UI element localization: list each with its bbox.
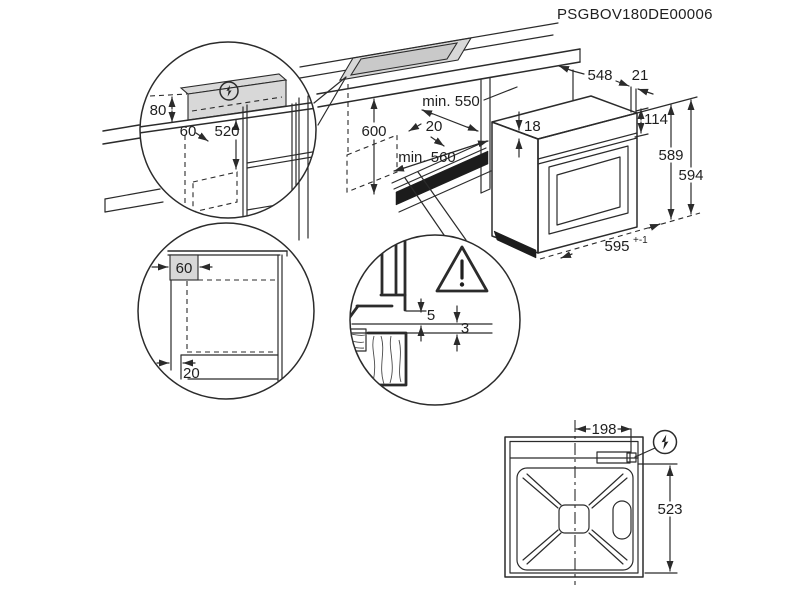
dim-panel-height: 114 (634, 107, 668, 138)
connection-area (596, 451, 631, 464)
lightning-icon (652, 429, 678, 455)
dim-top-edge: 18 (515, 111, 541, 158)
svg-text:min. 560: min. 560 (398, 149, 456, 166)
callout-pointer (404, 177, 445, 236)
dim-niche-depth: min. 550 (421, 93, 480, 132)
svg-text:548: 548 (587, 67, 612, 84)
svg-text:20: 20 (426, 118, 443, 135)
dim-width: 595 +-1 (560, 223, 661, 259)
dim-height-589: 589 (658, 104, 684, 220)
svg-text:21: 21 (632, 67, 649, 84)
svg-text:18: 18 (524, 118, 541, 135)
dim-back-gap: 20 (408, 118, 445, 147)
svg-text:520: 520 (214, 123, 239, 140)
oven-door (548, 145, 629, 235)
dim-connection-offset-topview: 198 (575, 421, 632, 453)
detail-side-circle: 60 20 (137, 222, 315, 400)
svg-text:114: 114 (644, 111, 668, 128)
terminal-box (626, 452, 637, 463)
drawing-code: PSGBOV180DE00006 (557, 6, 713, 23)
callout-pointer (313, 76, 347, 104)
dim-depth: 548 (558, 65, 630, 101)
dim-depth-topview: 523 (637, 463, 683, 574)
dim-niche-height: 600 (361, 98, 387, 195)
svg-text:3: 3 (461, 320, 469, 337)
detail-gap-circle: 5 3 (349, 234, 521, 406)
svg-text:594: 594 (678, 167, 703, 184)
oven-top-view: 198 523 (504, 420, 683, 585)
detail-connection-circle: 80 60 520 (139, 41, 317, 219)
oven-door-window (556, 156, 621, 226)
svg-text:5: 5 (427, 307, 435, 324)
oven-isometric: 18 548 21 114 5 (491, 65, 704, 260)
dim-height-594: 594 (678, 99, 704, 215)
svg-text:60: 60 (176, 260, 193, 277)
plinth-vent-strip (395, 150, 489, 206)
lightning-icon (219, 81, 239, 101)
base-brace (516, 467, 634, 571)
warning-icon (435, 245, 489, 293)
dim-panel-offset: 21 (630, 67, 654, 114)
dim-connection-height: 80 (150, 96, 176, 123)
dim-niche-width: min. 560 (393, 140, 489, 172)
svg-text:min. 550: min. 550 (422, 93, 480, 110)
svg-text:60: 60 (180, 123, 197, 140)
svg-text:20: 20 (183, 365, 200, 382)
dim-connection-drop: 520 (214, 119, 240, 170)
connection-zone-shade (169, 254, 199, 281)
svg-text:523: 523 (657, 501, 682, 518)
dim-connection-offset: 60 (180, 123, 209, 142)
dim-gap-5: 5 (417, 298, 435, 342)
svg-text:595: 595 (604, 238, 629, 255)
dim-front-recess: 20 (156, 359, 200, 382)
svg-text:589: 589 (658, 147, 683, 164)
hob-cutout-hole (349, 42, 459, 76)
oven-foot (493, 230, 537, 259)
dim-gap-3: 3 (453, 305, 469, 352)
svg-text:600: 600 (361, 123, 386, 140)
svg-text:80: 80 (150, 102, 167, 119)
main-cabinet-drawing: 600 min. 550 20 min. 560 (102, 22, 581, 241)
svg-text:+-1: +-1 (633, 235, 648, 246)
svg-text:198: 198 (591, 421, 616, 438)
